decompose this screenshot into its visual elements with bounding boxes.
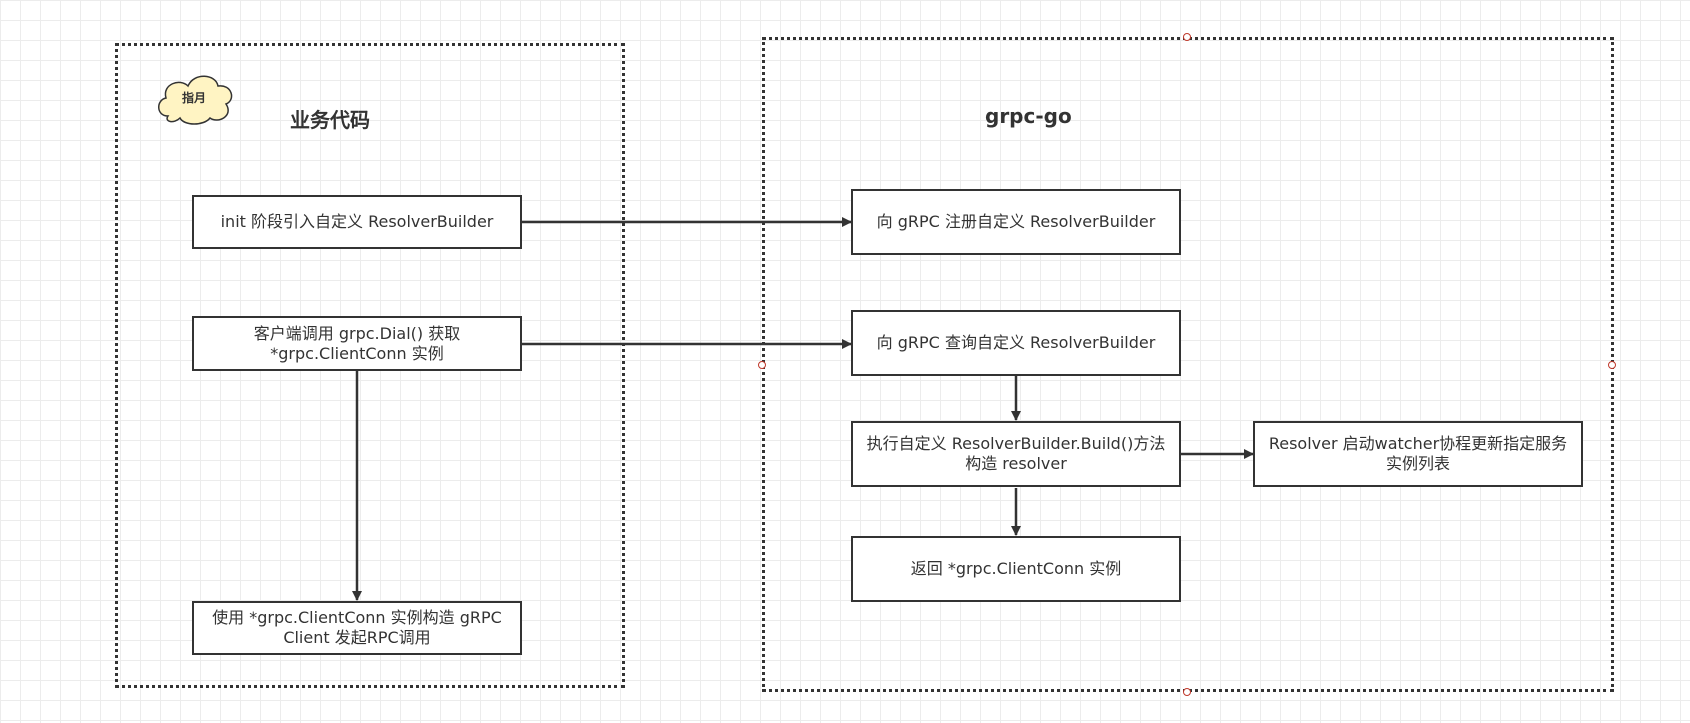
business-code-group — [115, 43, 625, 688]
selection-handle-top[interactable] — [1183, 33, 1191, 41]
node-grpc-dial[interactable]: 客户端调用 grpc.Dial() 获取 *grpc.ClientConn 实例 — [192, 316, 522, 371]
node-build-label: 执行自定义 ResolverBuilder.Build()方法 构造 resol… — [866, 434, 1166, 473]
node-dial-label: 客户端调用 grpc.Dial() 获取 *grpc.ClientConn 实例 — [253, 323, 461, 363]
node-use-client-conn[interactable]: 使用 *grpc.ClientConn 实例构造 gRPC Client 发起R… — [192, 601, 522, 655]
node-register-resolver-builder[interactable]: 向 gRPC 注册自定义 ResolverBuilder — [851, 189, 1181, 255]
selection-handle-left[interactable] — [758, 361, 766, 369]
node-return-label: 返回 *grpc.ClientConn 实例 — [910, 559, 1122, 578]
business-code-title: 业务代码 — [290, 108, 370, 132]
selection-handle-right[interactable] — [1608, 361, 1616, 369]
cloud-sticker-icon — [158, 75, 233, 125]
node-query-resolver-builder[interactable]: 向 gRPC 查询自定义 ResolverBuilder — [851, 310, 1181, 376]
grpc-go-title: grpc-go — [985, 104, 1072, 128]
node-watcher-coroutine[interactable]: Resolver 启动watcher协程更新指定服务 实例列表 — [1253, 421, 1583, 487]
node-query-label: 向 gRPC 查询自定义 ResolverBuilder — [876, 333, 1156, 352]
node-watcher-label: Resolver 启动watcher协程更新指定服务 实例列表 — [1268, 434, 1568, 473]
sticker-label: 指月 — [182, 91, 207, 105]
node-use-label: 使用 *grpc.ClientConn 实例构造 gRPC Client 发起R… — [212, 608, 502, 647]
node-init-label: init 阶段引入自定义 ResolverBuilder — [220, 212, 494, 231]
node-return-client-conn[interactable]: 返回 *grpc.ClientConn 实例 — [851, 536, 1181, 602]
node-build-resolver[interactable]: 执行自定义 ResolverBuilder.Build()方法 构造 resol… — [851, 421, 1181, 487]
node-register-label: 向 gRPC 注册自定义 ResolverBuilder — [876, 212, 1156, 231]
node-init-resolver-builder[interactable]: init 阶段引入自定义 ResolverBuilder — [192, 195, 522, 249]
selection-handle-bottom[interactable] — [1183, 688, 1191, 696]
